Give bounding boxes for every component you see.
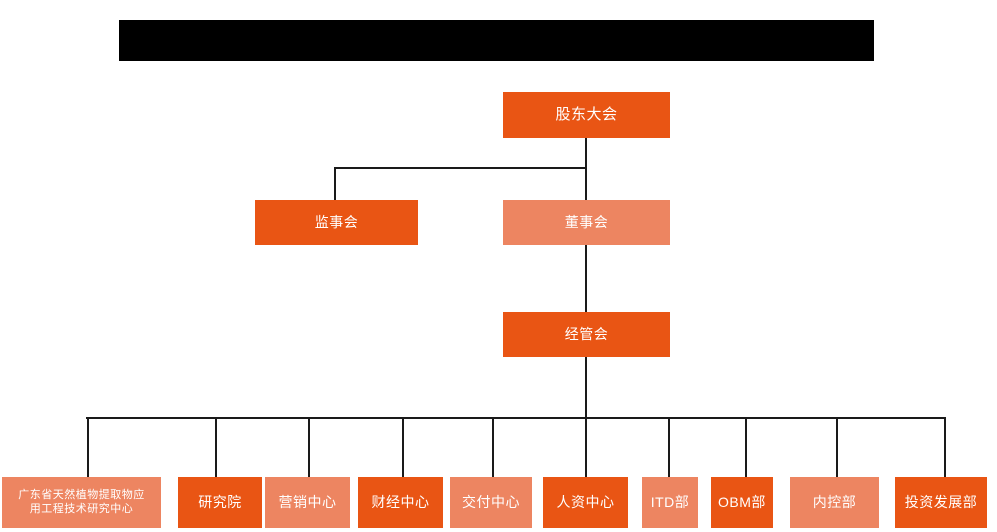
connector-drop-finance: [402, 417, 404, 477]
connector-drop-gd-center: [87, 417, 89, 477]
connector-drop-obm: [745, 417, 747, 477]
org-node-label: OBM部: [718, 493, 766, 510]
org-node-label: 监事会: [314, 213, 359, 230]
org-node-shareholders[interactable]: 股东大会: [503, 92, 670, 138]
org-node-board[interactable]: 董事会: [503, 200, 670, 245]
org-node-itd[interactable]: ITD部: [642, 477, 698, 528]
org-node-internal[interactable]: 内控部: [790, 477, 879, 528]
org-node-label: 董事会: [564, 213, 609, 230]
redacted-title-bar: [119, 20, 874, 61]
connector-drop-internal: [836, 417, 838, 477]
connector-drop-investment: [944, 417, 946, 477]
org-node-finance[interactable]: 财经中心: [358, 477, 443, 528]
org-node-label: 广东省天然植物提取物应 用工程技术研究中心: [18, 488, 145, 515]
connector-level2-bus: [334, 167, 587, 169]
connector-board-to-management: [585, 245, 587, 312]
org-node-label: 内控部: [812, 493, 857, 510]
connector-shareholders-down: [585, 138, 587, 168]
org-node-label: ITD部: [650, 493, 690, 510]
org-node-label: 研究院: [198, 493, 242, 510]
org-node-gd-center[interactable]: 广东省天然植物提取物应 用工程技术研究中心: [2, 477, 161, 528]
connector-supervisory-drop: [334, 167, 336, 200]
org-node-management[interactable]: 经管会: [503, 312, 670, 357]
connector-board-drop: [585, 167, 587, 200]
org-node-supervisory[interactable]: 监事会: [255, 200, 418, 245]
org-node-label: 经管会: [564, 325, 609, 342]
connector-drop-marketing: [308, 417, 310, 477]
org-node-label: 营销中心: [278, 493, 337, 510]
org-node-investment[interactable]: 投资发展部: [895, 477, 987, 528]
connector-management-down: [585, 357, 587, 419]
org-node-hr[interactable]: 人资中心: [543, 477, 628, 528]
org-node-marketing[interactable]: 营销中心: [265, 477, 350, 528]
org-node-label: 财经中心: [371, 493, 430, 510]
org-node-label: 股东大会: [555, 105, 618, 123]
org-node-delivery[interactable]: 交付中心: [450, 477, 532, 528]
connector-drop-hr: [585, 417, 587, 477]
connector-level4-bus: [86, 417, 945, 419]
connector-drop-itd: [668, 417, 670, 477]
connector-drop-delivery: [492, 417, 494, 477]
org-node-label: 交付中心: [462, 493, 520, 510]
org-node-obm[interactable]: OBM部: [711, 477, 773, 528]
org-node-label: 人资中心: [556, 493, 615, 510]
org-node-label: 投资发展部: [904, 493, 978, 510]
connector-drop-institute: [215, 417, 217, 477]
org-node-institute[interactable]: 研究院: [178, 477, 262, 528]
